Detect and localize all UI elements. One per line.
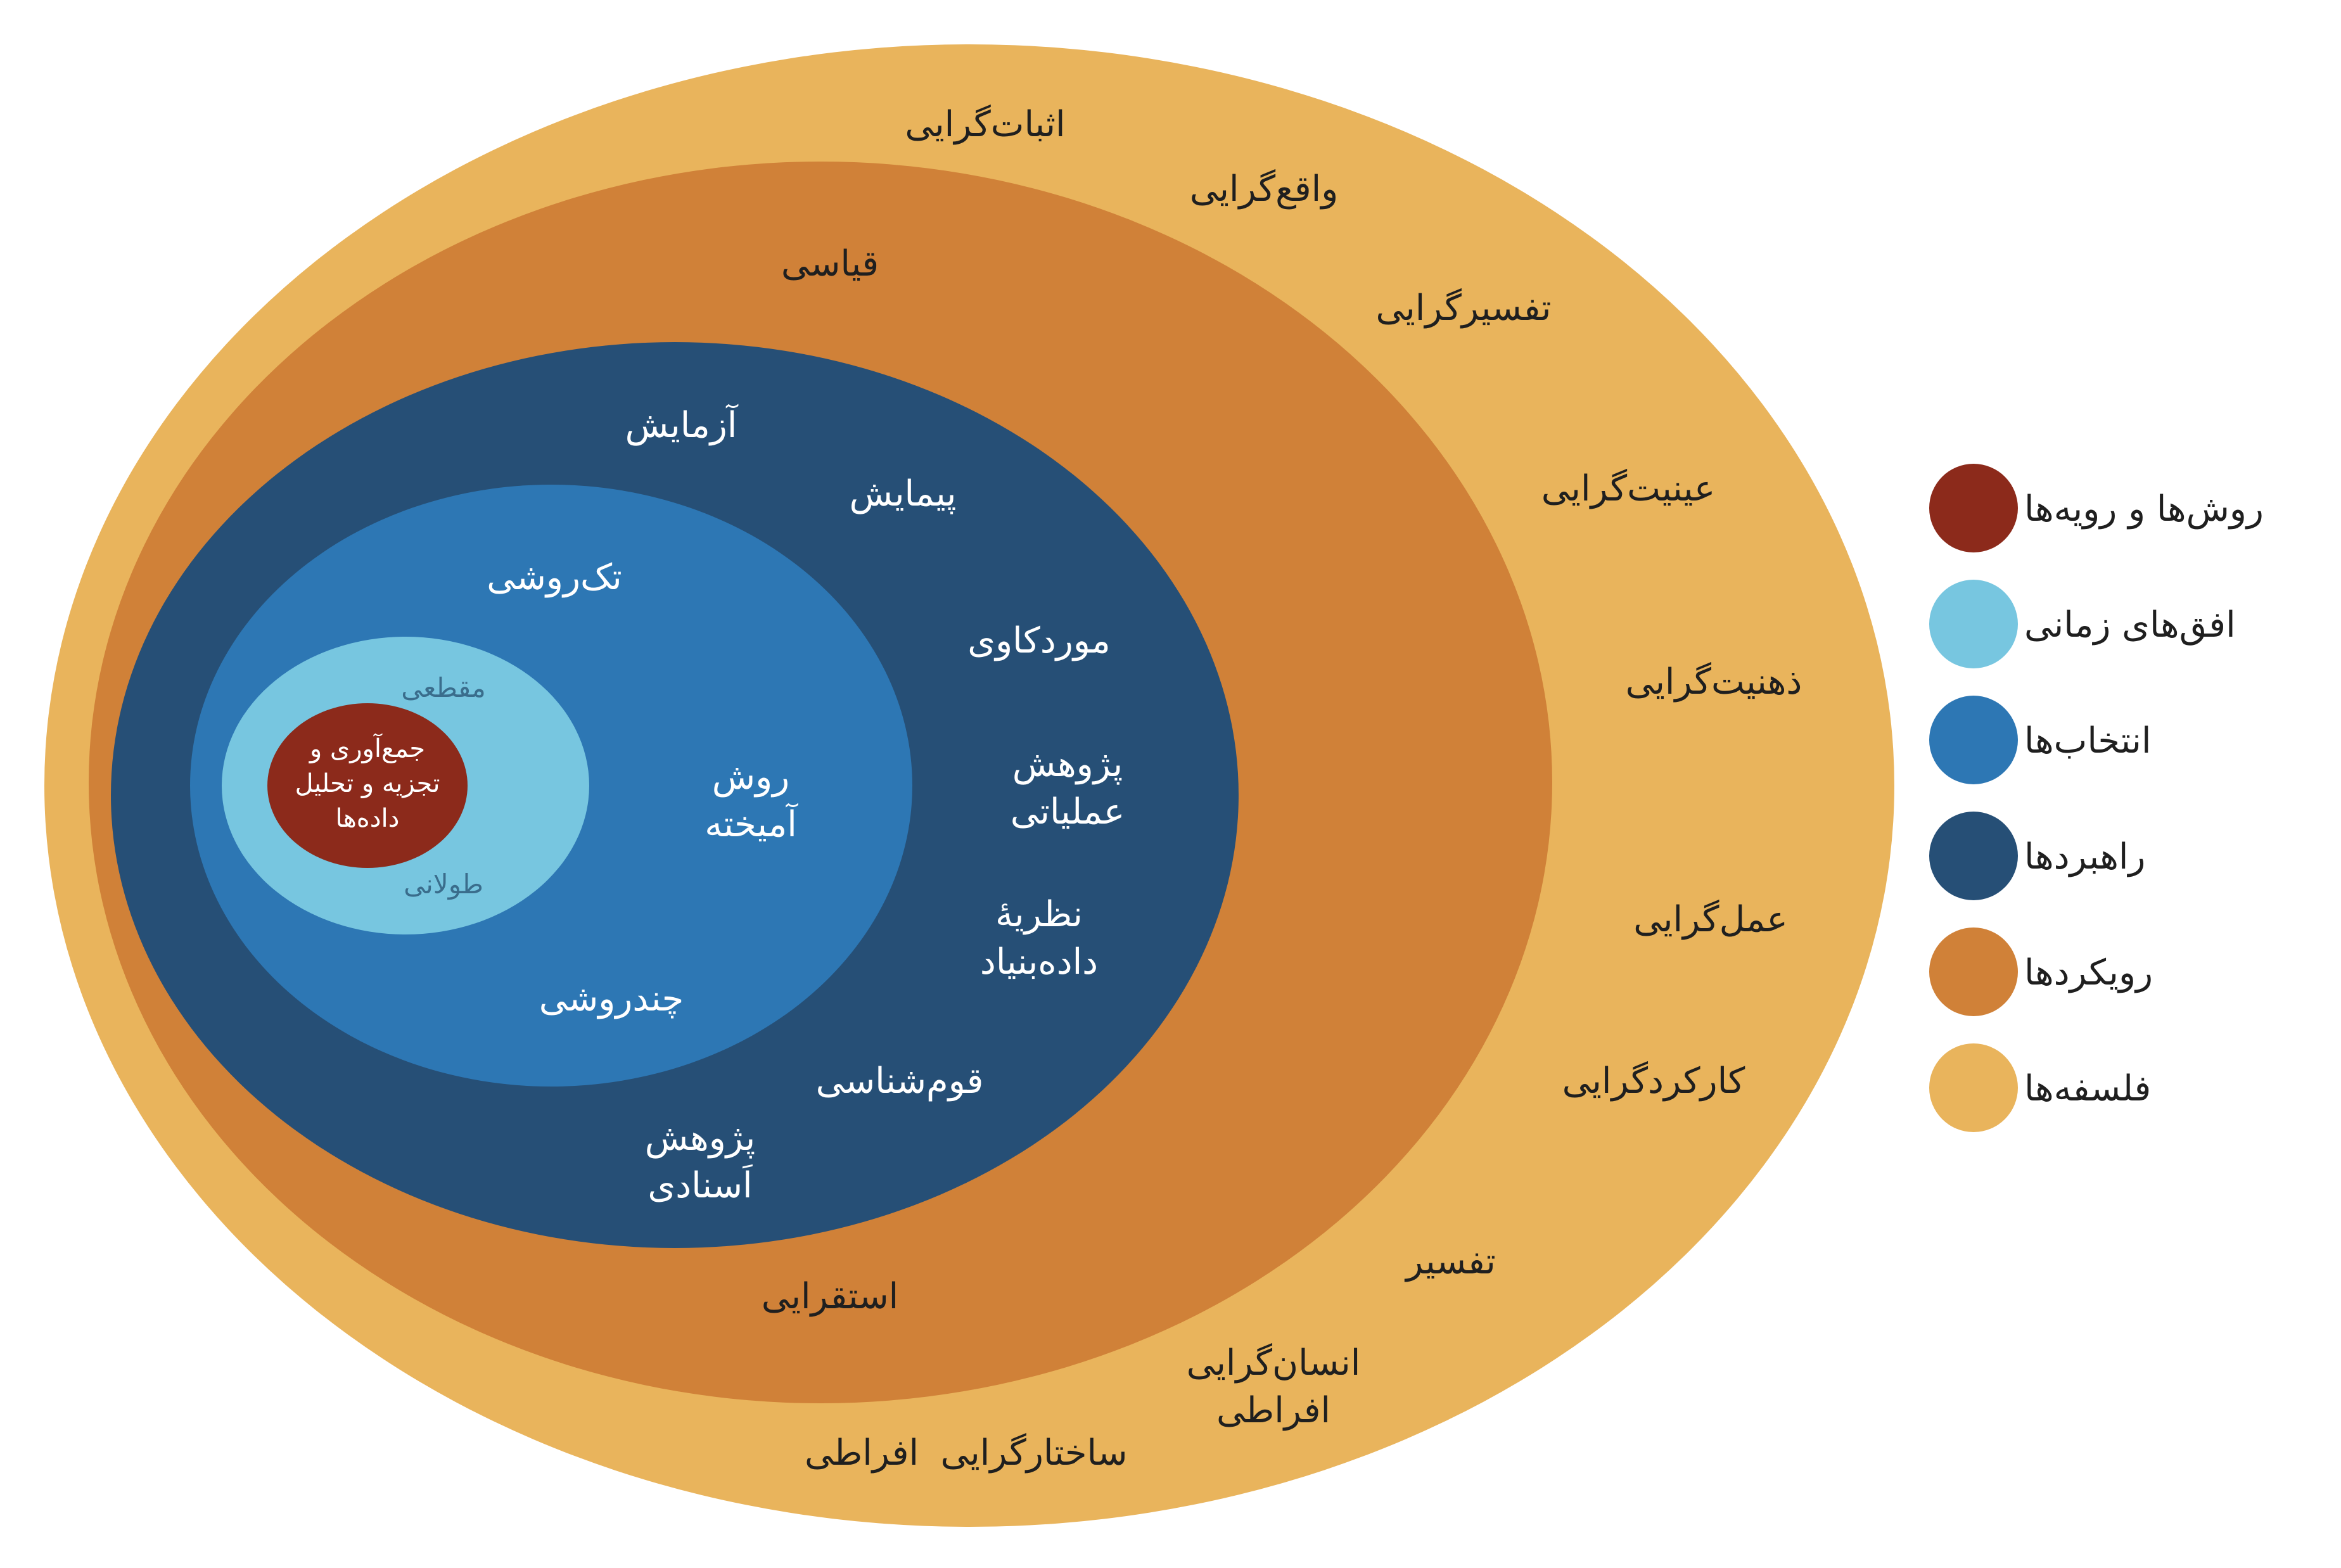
label-radical-humanism-1: انسان‌گرایی — [1187, 1342, 1361, 1384]
label-radical-structuralism-1: ساختارگرایی — [941, 1432, 1128, 1474]
legend-swatch — [1929, 927, 2018, 1016]
legend-item: رویکردها — [1929, 927, 2153, 1016]
legend-item: افق‌های زمانی — [1929, 580, 2236, 668]
label-archival-research-1: پژوهش — [645, 1118, 755, 1159]
label-cross-sectional: مقطعی — [401, 672, 485, 703]
legend-item: روش‌ها و رویه‌ها — [1929, 464, 2264, 552]
legend-label: راهبردها — [2024, 836, 2145, 877]
legend-item: فلسفه‌ها — [1929, 1043, 2151, 1132]
label-action-research-1: پژوهش — [1012, 744, 1123, 785]
label-positivism: اثبات‌گرایی — [905, 104, 1065, 145]
legend-swatch — [1929, 696, 2018, 784]
legend-label: فلسفه‌ها — [2024, 1068, 2151, 1109]
legend: روش‌ها و رویه‌ها افق‌های زمانی انتخاب‌ها را… — [1929, 464, 2264, 1132]
label-longitudinal: طولانی — [404, 869, 483, 900]
label-multi-method: چندروشی — [539, 978, 684, 1019]
label-mono-method: تک‌روشی — [487, 557, 622, 598]
legend-label: انتخاب‌ها — [2024, 720, 2152, 762]
label-interpretivism: تفسیرگرایی — [1375, 288, 1551, 329]
label-radical-humanism-2: افراطی — [1216, 1390, 1330, 1431]
label-survey: پیمایش — [850, 473, 957, 514]
label-action-research-2: عملیاتی — [1011, 791, 1125, 832]
layer-techniques — [267, 703, 468, 868]
label-core-line1: جمع‌آوری و — [309, 733, 425, 763]
label-realism: واقع‌گرایی — [1190, 169, 1339, 210]
label-grounded-theory-1: نظریهٔ — [995, 894, 1083, 935]
legend-label: افق‌های زمانی — [2024, 604, 2236, 646]
label-subjectivism: ذهنیت‌گرایی — [1626, 661, 1802, 703]
label-interpretive: تفسیر — [1404, 1241, 1496, 1282]
legend-item: راهبردها — [1929, 812, 2145, 900]
label-mixed-method-1: روش — [712, 756, 789, 798]
label-deductive: قیاسی — [781, 243, 879, 284]
legend-swatch — [1929, 1043, 2018, 1132]
legend-swatch — [1929, 812, 2018, 900]
label-core-line3: داده‌ها — [336, 804, 400, 833]
legend-label: رویکردها — [2024, 952, 2153, 993]
label-radical-structuralism-2: افراطی — [805, 1432, 919, 1474]
legend-label: روش‌ها و رویه‌ها — [2024, 488, 2264, 530]
legend-swatch — [1929, 580, 2018, 668]
label-archival-research-2: اَسنادی — [647, 1164, 752, 1206]
label-mixed-method-2: آمیخته — [705, 803, 798, 845]
label-ethnography: قوم‌شناسی — [816, 1061, 984, 1102]
label-experiment: آزمایش — [625, 404, 739, 446]
label-inductive: استقرایی — [762, 1276, 898, 1317]
label-case-study: موردکاوی — [967, 620, 1111, 661]
label-objectivism: عینیت‌گرایی — [1541, 468, 1715, 509]
label-grounded-theory-2: داده‌بنیاد — [980, 941, 1098, 983]
label-functionalism: کارکردگرایی — [1562, 1061, 1745, 1102]
legend-swatch — [1929, 464, 2018, 552]
label-core-line2: تجزیه و تحلیل — [295, 769, 440, 798]
label-pragmatism: عمل‌گرایی — [1633, 899, 1788, 940]
legend-item: انتخاب‌ها — [1929, 696, 2152, 784]
